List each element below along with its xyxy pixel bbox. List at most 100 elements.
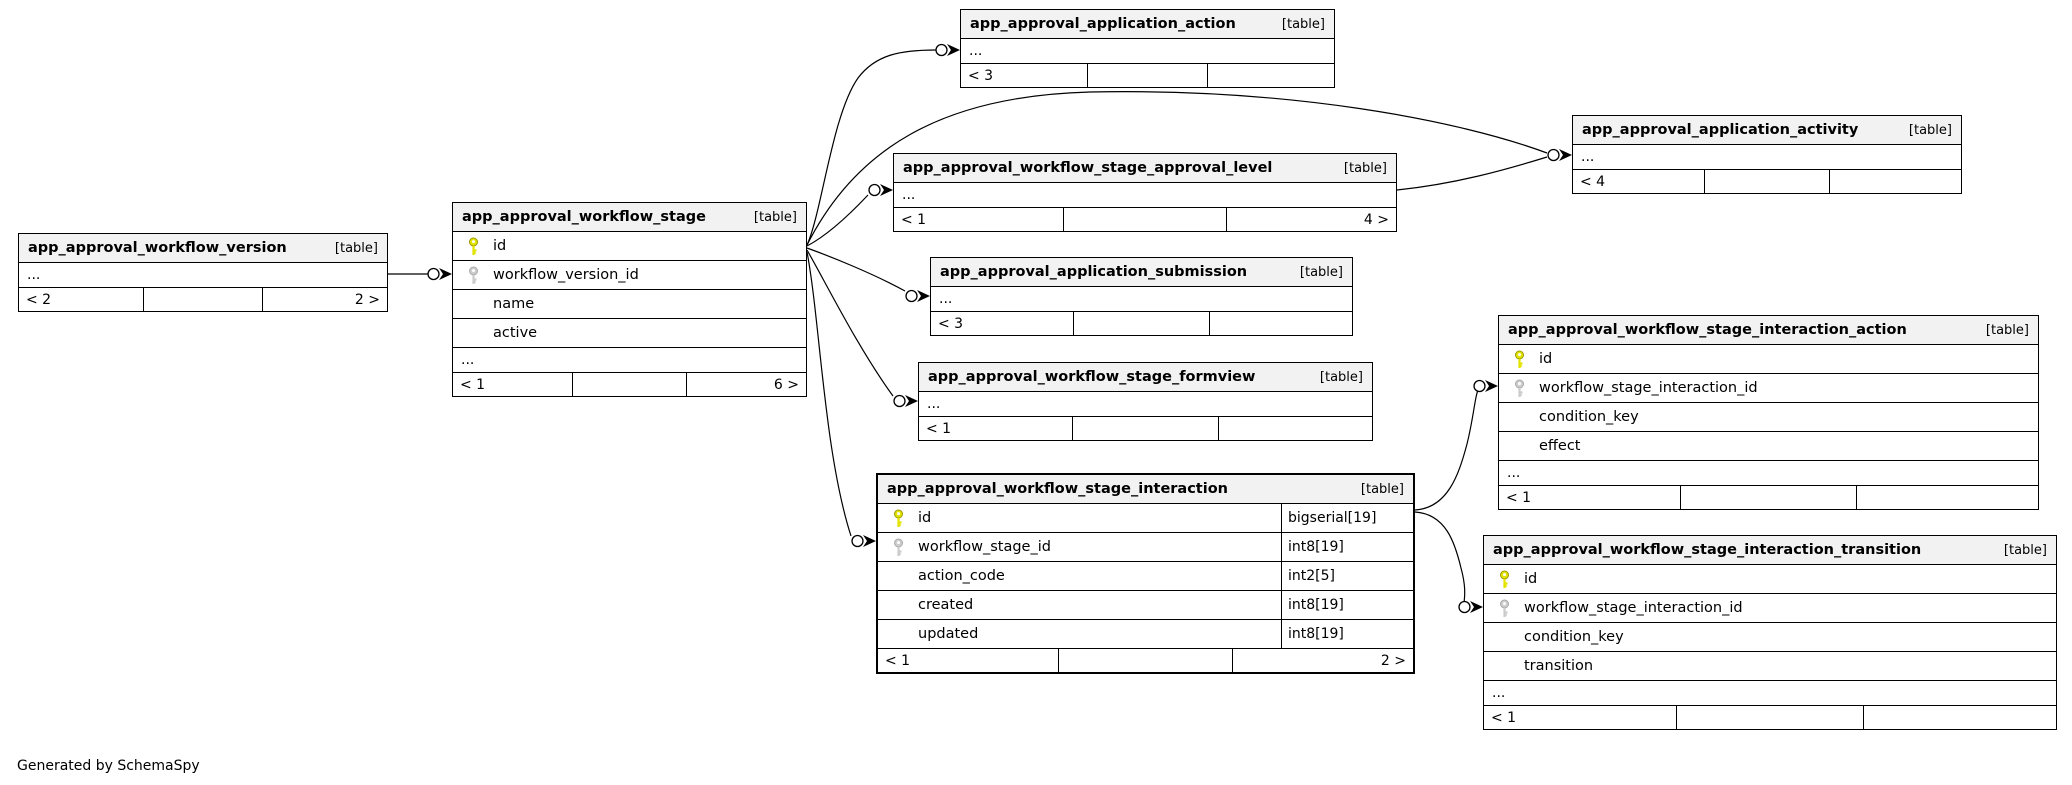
column-row-id: id [1499,344,2038,373]
column-row-name: name [453,289,806,318]
primary-key-icon [893,509,903,527]
column-row-workflow_stage_interaction_id: workflow_stage_interaction_id [1499,373,2038,402]
footer-mid-count [143,288,261,311]
column-row-id: id [1484,564,2056,593]
table-title: app_approval_workflow_stage_formview [928,369,1256,385]
footer-mid-count [1704,170,1829,193]
fk-end-marker [1547,148,1572,162]
column-name: effect [1539,438,1581,454]
hidden-columns-row: ... [19,262,387,287]
table-title: app_approval_workflow_stage [462,209,706,225]
table-badge: [table] [1319,369,1363,385]
table-badge: [table] [334,240,378,256]
hidden-columns-row: ... [1499,460,2038,485]
footer-right-count [1218,417,1372,440]
table-node-app_approval_workflow_stage[interactable]: app_approval_workflow_stage [table] id work… [452,202,807,397]
relationship-edge-app_approval_workflow_stage_interaction-to-app_approval_workflow_stage_interaction_action [1414,387,1480,511]
foreign-key-icon [1499,599,1509,617]
column-name: id [918,510,932,526]
table-node-app_approval_workflow_stage_interaction_transition[interactable]: app_approval_workflow_stage_interaction_… [1483,535,2057,730]
key-icon-slot [1507,350,1531,369]
foreign-key-icon [468,266,478,284]
table-header[interactable]: app_approval_workflow_stage_approval_lev… [894,154,1396,182]
relationship-edge-app_approval_workflow_stage-to-app_approval_application_action [806,49,937,246]
table-badge: [table] [2003,542,2047,558]
table-title: app_approval_workflow_stage_interaction [887,481,1228,497]
column-row-effect: effect [1499,431,2038,460]
hidden-columns-row: ... [1484,680,2056,705]
foreign-key-icon [1514,379,1524,397]
table-node-app_approval_workflow_stage_interaction_action[interactable]: app_approval_workflow_stage_interaction_… [1498,315,2039,510]
fk-end-marker [1473,379,1498,393]
table-header[interactable]: app_approval_workflow_stage_interaction_… [1484,536,2056,564]
column-row-workflow_stage_interaction_id: workflow_stage_interaction_id [1484,593,2056,622]
foreign-key-icon [893,538,903,556]
column-name: updated [918,626,979,642]
hidden-columns-row: ... [919,391,1372,416]
footer-mid-count [1073,312,1209,335]
table-footer: < 1 [919,416,1372,440]
column-name: condition_key [1524,629,1624,645]
column-row-id: id [453,231,806,260]
table-header[interactable]: app_approval_application_action[table] [961,10,1334,38]
fk-end-marker [851,534,876,548]
key-icon-slot [1507,379,1531,398]
footer-left-count: < 1 [926,420,952,437]
table-badge: [table] [753,209,797,225]
fk-end-marker [868,183,893,197]
table-title: app_approval_application_action [970,16,1236,32]
fk-end-marker [935,43,960,57]
table-title: app_approval_workflow_stage_interaction_… [1493,542,1922,558]
footer-right-count [1862,706,2056,729]
table-node-app_approval_workflow_stage_approval_level[interactable]: app_approval_workflow_stage_approval_lev… [893,153,1397,232]
table-header[interactable]: app_approval_workflow_stage_interaction[… [878,475,1413,503]
fk-end-marker [1458,600,1483,614]
column-name: id [493,238,507,254]
relationship-edge-app_approval_workflow_stage-to-app_approval_application_activity [806,91,1548,246]
table-header[interactable]: app_approval_workflow_stage [table] [453,203,806,231]
footer-mid-count [1063,208,1226,231]
column-row-workflow_version_id: workflow_version_id [453,260,806,289]
fk-end-marker [427,267,452,281]
footer-left-count: < 1 [885,652,911,669]
hidden-columns-row: ... [961,38,1334,63]
fk-end-marker [905,289,930,303]
key-icon-slot [461,266,485,285]
table-header[interactable]: app_approval_application_submission[tabl… [931,258,1352,286]
footer-mid-count [1071,417,1219,440]
table-node-app_approval_application_activity[interactable]: app_approval_application_activity[table]… [1572,115,1962,194]
table-node-app_approval_workflow_version[interactable]: app_approval_workflow_version[table]...<… [18,233,388,312]
column-name: workflow_stage_id [918,539,1051,555]
table-header[interactable]: app_approval_workflow_stage_formview [tab… [919,363,1372,391]
table-node-app_approval_application_submission[interactable]: app_approval_application_submission[tabl… [930,257,1353,336]
table-header[interactable]: app_approval_application_activity[table] [1573,116,1961,144]
table-footer: < 1 2 > [878,648,1413,672]
column-name: workflow_version_id [493,267,639,283]
table-title: app_approval_application_submission [940,264,1248,280]
primary-key-icon [1499,570,1509,588]
column-name: active [493,325,538,341]
table-node-app_approval_workflow_stage_formview[interactable]: app_approval_workflow_stage_formview [tab… [918,362,1373,441]
table-header[interactable]: app_approval_workflow_stage_interaction_… [1499,316,2038,344]
relationship-edge-app_approval_workflow_stage-to-app_approval_application_submission [806,247,906,292]
footer-right-count: 2 > [1232,649,1413,672]
footer-right-count: 2 > [261,288,387,311]
hidden-columns-row: ... [894,182,1396,207]
column-row-condition_key: condition_key [1499,402,2038,431]
primary-key-icon [468,237,478,255]
table-node-app_approval_workflow_stage_interaction[interactable]: app_approval_workflow_stage_interaction[… [876,473,1415,674]
key-icon-slot [886,538,910,557]
table-node-app_approval_application_action[interactable]: app_approval_application_action[table]..… [960,9,1335,88]
column-name: created [918,597,974,613]
table-header[interactable]: app_approval_workflow_version[table] [19,234,387,262]
hidden-columns-row: ... [1573,144,1961,169]
column-name: workflow_stage_interaction_id [1524,600,1743,616]
fk-end-marker [893,394,918,408]
key-icon-slot [1492,599,1516,618]
